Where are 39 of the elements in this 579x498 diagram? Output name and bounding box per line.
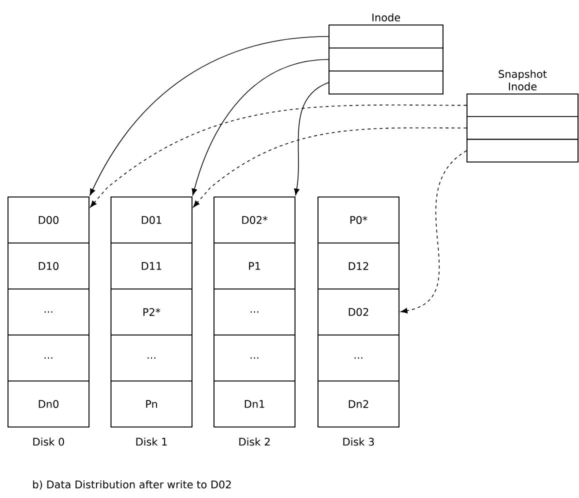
arrow xyxy=(90,104,467,208)
arrow xyxy=(400,150,467,314)
table-row xyxy=(466,94,578,118)
block-cell: P1 xyxy=(214,242,296,290)
table-row xyxy=(466,116,578,140)
block-cell: D10 xyxy=(8,242,90,290)
block-cell: ... xyxy=(110,334,192,382)
arrow xyxy=(294,82,329,196)
block-cell: D12 xyxy=(318,242,400,290)
table-heading: Disk 2 xyxy=(239,438,270,446)
block-cell: ... xyxy=(8,288,90,336)
table-heading: Disk 1 xyxy=(136,438,167,446)
table-heading: Disk 3 xyxy=(343,438,374,446)
block-cell: Dn1 xyxy=(214,380,296,428)
block-cell: D01 xyxy=(110,196,192,244)
block-cell: P0* xyxy=(318,196,400,244)
table-row xyxy=(328,24,444,48)
block-cell: Dn0 xyxy=(8,380,90,428)
block-cell: ... xyxy=(318,334,400,382)
block-cell: D02* xyxy=(214,196,296,244)
arrow xyxy=(90,36,329,196)
arrow xyxy=(193,127,467,208)
arrow xyxy=(192,59,329,196)
caption: b) Data Distribution after write to D02 xyxy=(33,480,231,490)
block-cell: Dn2 xyxy=(318,380,400,428)
block-cell: Pn xyxy=(110,380,192,428)
block-cell: ... xyxy=(214,334,296,382)
table-heading: Inode xyxy=(372,13,400,22)
block-cell: D00 xyxy=(8,196,90,244)
table-heading: Snapshot Inode xyxy=(498,70,547,90)
table-heading: Disk 0 xyxy=(33,438,64,446)
table-row xyxy=(466,138,578,162)
block-cell: D11 xyxy=(110,242,192,290)
table-row xyxy=(328,70,444,94)
table-row xyxy=(328,48,444,72)
block-cell: ... xyxy=(8,334,90,382)
block-cell: D02 xyxy=(318,288,400,336)
block-cell: ... xyxy=(214,288,296,336)
block-cell: P2* xyxy=(110,288,192,336)
